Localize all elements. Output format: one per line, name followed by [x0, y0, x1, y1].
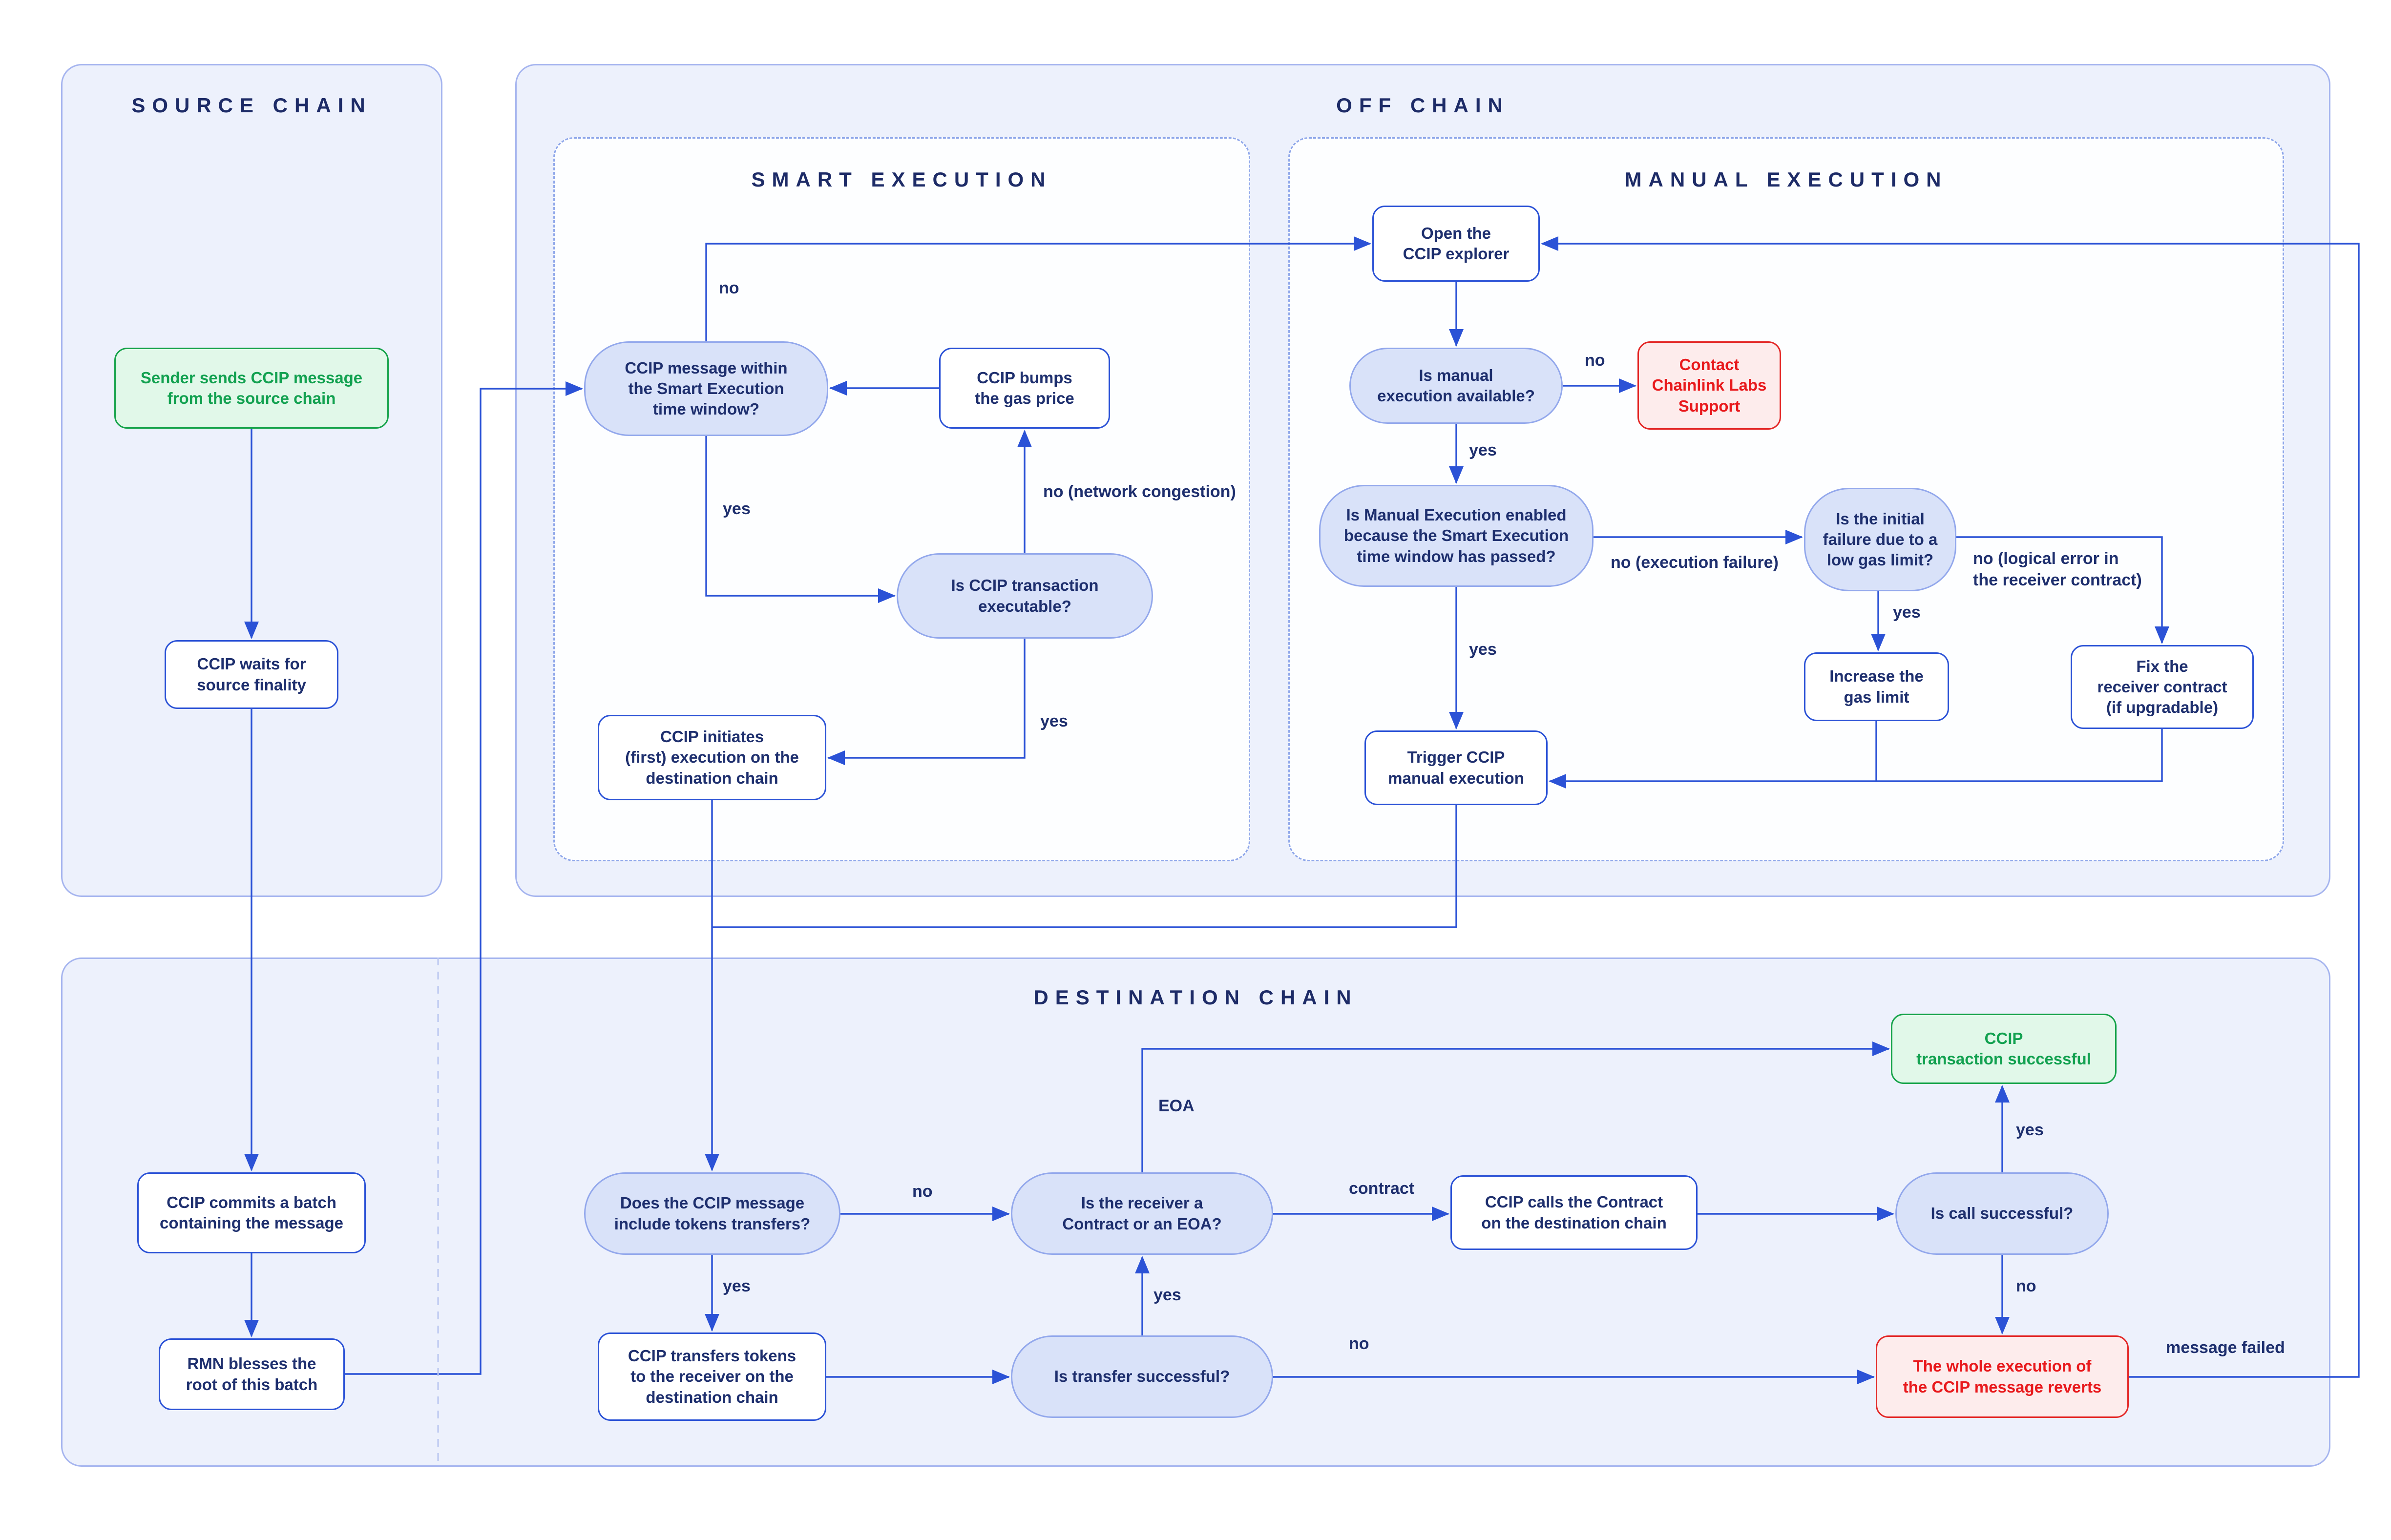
node-execution-reverts: The whole execution of the CCIP message … [1876, 1335, 2129, 1418]
edge-label-yes-window: yes [723, 499, 751, 518]
edge-label-yes-tokens: yes [723, 1277, 751, 1295]
decision-message-within-window: CCIP message within the Smart Execution … [584, 341, 828, 436]
decision-transaction-executable: Is CCIP transaction executable? [897, 553, 1153, 639]
edge-label-yes-available: yes [1469, 441, 1497, 459]
node-ccip-commits-batch: CCIP commits a batch containing the mess… [137, 1172, 366, 1253]
node-ccip-initiates-execution: CCIP initiates (first) execution on the … [598, 715, 826, 800]
panel-title-manual-execution: MANUAL EXECUTION [1624, 168, 1948, 191]
panel-title-source-chain: SOURCE CHAIN [131, 94, 372, 117]
node-fix-receiver-contract: Fix the receiver contract (if upgradable… [2071, 645, 2254, 729]
node-contact-chainlink-support: Contact Chainlink Labs Support [1637, 341, 1781, 430]
panel-title-smart-execution: SMART EXECUTION [751, 168, 1052, 191]
edge-label-yes-executable: yes [1040, 712, 1068, 730]
panel-source-chain: SOURCE CHAIN [61, 64, 442, 897]
edge-label-no-tokens: no [912, 1182, 933, 1201]
node-ccip-transfers-tokens: CCIP transfers tokens to the receiver on… [598, 1332, 826, 1421]
edge-label-message-failed: message failed [2166, 1338, 2285, 1357]
decision-manual-execution-available: Is manual execution available? [1349, 348, 1563, 424]
node-trigger-manual-execution: Trigger CCIP manual execution [1364, 730, 1548, 805]
edge-label-eoa: EOA [1158, 1097, 1195, 1115]
decision-call-successful: Is call successful? [1895, 1172, 2109, 1255]
edge-label-no-call: no [2016, 1277, 2036, 1295]
node-ccip-bumps-gas-price: CCIP bumps the gas price [939, 348, 1110, 429]
edge-label-yes-enabled: yes [1469, 640, 1497, 659]
node-ccip-calls-contract: CCIP calls the Contract on the destinati… [1450, 1175, 1698, 1250]
edge-label-no-network-congestion: no (network congestion) [1043, 482, 1236, 501]
decision-low-gas-limit: Is the initial failure due to a low gas … [1804, 488, 1956, 591]
edge-label-no-transfer: no [1349, 1334, 1369, 1353]
node-open-ccip-explorer: Open the CCIP explorer [1372, 206, 1540, 282]
panel-title-destination-chain: DESTINATION CHAIN [1033, 986, 1358, 1009]
edge-label-no-logical-error: no (logical error in the receiver contra… [1973, 549, 2142, 590]
node-ccip-waits-finality: CCIP waits for source finality [165, 640, 338, 709]
edge-label-yes-lowgas: yes [1893, 603, 1921, 622]
edge-label-no-window: no [719, 279, 739, 297]
decision-transfer-successful: Is transfer successful? [1011, 1335, 1273, 1418]
edge-label-no-available: no [1585, 351, 1605, 370]
decision-manual-execution-enabled: Is Manual Execution enabled because the … [1319, 485, 1594, 587]
decision-contract-or-eoa: Is the receiver a Contract or an EOA? [1011, 1172, 1273, 1255]
node-increase-gas-limit: Increase the gas limit [1804, 652, 1949, 721]
node-rmn-blesses-root: RMN blesses the root of this batch [159, 1338, 345, 1410]
edge-label-contract: contract [1349, 1179, 1415, 1198]
edge-label-yes-transfer: yes [1154, 1286, 1181, 1304]
edge-label-no-execution-failure: no (execution failure) [1611, 553, 1779, 572]
decision-includes-token-transfers: Does the CCIP message include tokens tra… [584, 1172, 840, 1255]
panel-title-off-chain: OFF CHAIN [1336, 94, 1510, 117]
node-transaction-successful: CCIP transaction successful [1891, 1014, 2117, 1084]
node-sender-sends-message: Sender sends CCIP message from the sourc… [114, 348, 389, 429]
edge-label-yes-call: yes [2016, 1121, 2044, 1139]
